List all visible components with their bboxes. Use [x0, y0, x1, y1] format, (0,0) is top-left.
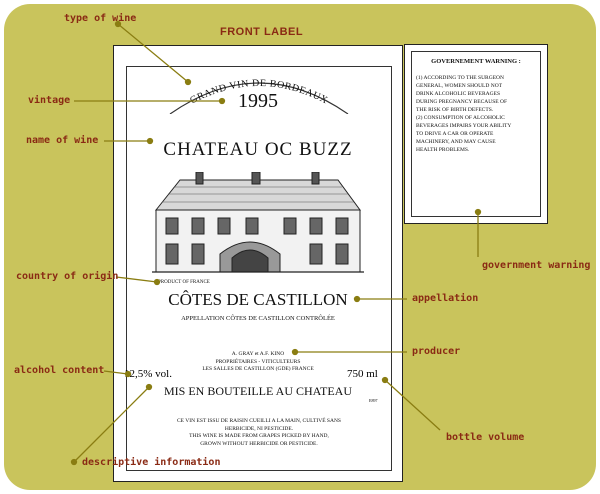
callout-country-of-origin: country of origin — [16, 271, 119, 282]
warning-line: TO DRIVE A CAR OR OPERATE — [416, 131, 494, 137]
warning-line: MACHINERY, AND MAY CAUSE — [416, 139, 496, 145]
callout-name-of-wine: name of wine — [26, 135, 99, 146]
producer-block: A. GRAY et A.F. KINO PROPRIÉTAIRES - VIT… — [114, 351, 402, 374]
warning-line: (2) CONSUMPTION OF ALCOHOLIC — [416, 115, 505, 121]
warning-line: DRINK ALCOHOLIC BEVERAGES — [416, 91, 501, 97]
warning-line: THE RISK OF BIRTH DEFECTS. — [416, 107, 494, 113]
government-warning-label: GOVERNEMENT WARNING : (1) ACCORDING TO T… — [404, 44, 548, 224]
callout-appellation: appellation — [412, 293, 479, 304]
callout-type-of-wine: type of wine — [64, 13, 137, 24]
desc-line: GROWN WITHOUT HERBICIDE OR PESTICIDE. — [200, 440, 318, 447]
wine-name-text: CHATEAU OC BUZZ — [163, 139, 353, 160]
warning-line: DURING PREGNANCY BECAUSE OF — [416, 99, 508, 105]
bottle-volume-text: 750 ml — [347, 368, 378, 380]
descriptive-text: CE VIN EST ISSU DE RAISIN CUEILLI A LA M… — [114, 418, 404, 448]
desc-line: HERBICIDE, NI PESTICIDE. — [224, 425, 294, 432]
product-of-text: PRODUCT OF FRANCE — [158, 280, 210, 285]
callout-alcohol-content: alcohol content — [14, 365, 105, 376]
callout-bottle-volume: bottle volume — [446, 432, 525, 443]
callout-government-warning: government warning — [482, 260, 591, 271]
front-label: GRAND VIN DE BORDEAUX 1995 CHATEAU OC BU… — [113, 45, 403, 482]
label-border — [126, 66, 392, 471]
desc-line: CE VIN EST ISSU DE RAISIN CUEILLI A LA M… — [177, 418, 341, 424]
chateau-illustration — [152, 172, 364, 273]
label-code-text: E897 — [369, 398, 378, 403]
appellation-text: CÔTES DE CASTILLON — [168, 290, 348, 309]
alcohol-content-text: 12,5% vol. — [124, 368, 172, 380]
producer-line: PROPRIÉTAIRES - VITICULTEURS — [215, 358, 301, 365]
diagram-title: FRONT LABEL — [220, 26, 304, 38]
producer-line: LES SALLES DE CASTILLON (GDE) FRANCE — [202, 366, 314, 372]
warning-body: (1) ACCORDING TO THE SURGEON GENERAL, WO… — [416, 74, 536, 154]
vintage-text: 1995 — [238, 90, 278, 112]
callout-vintage: vintage — [28, 95, 71, 106]
producer-line: A. GRAY et A.F. KINO — [231, 351, 285, 357]
government-warning-border: GOVERNEMENT WARNING : (1) ACCORDING TO T… — [411, 51, 541, 217]
bottled-at-text: MIS EN BOUTEILLE AU CHATEAU — [164, 384, 352, 398]
warning-title: GOVERNEMENT WARNING : — [431, 58, 521, 65]
desc-line: THIS WINE IS MADE FROM GRAPES PICKED BY … — [189, 433, 329, 439]
warning-line: GENERAL, WOMEN SHOULD NOT — [416, 83, 503, 89]
callout-producer: producer — [412, 346, 461, 357]
warning-line: BEVERAGES IMPAIRS YOUR ABILITY — [416, 123, 512, 129]
warning-line: (1) ACCORDING TO THE SURGEON — [416, 75, 505, 81]
appellation-subtext: APPELLATION CÔTES DE CASTILLON CONTRÔLÉE — [181, 315, 335, 322]
warning-line: HEALTH PROBLEMS. — [416, 147, 470, 153]
callout-descriptive-information: descriptive information — [82, 457, 221, 468]
